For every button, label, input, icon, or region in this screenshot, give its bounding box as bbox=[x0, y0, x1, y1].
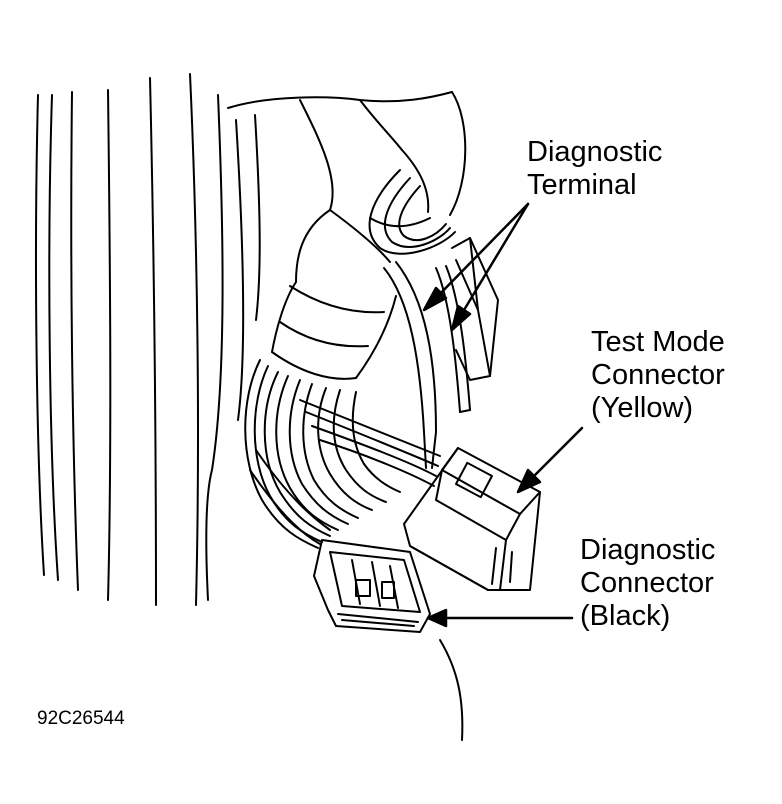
diagnostic-terminal-wire bbox=[383, 261, 471, 469]
label-diagnostic-connector-line-2: Connector bbox=[580, 567, 714, 599]
label-diagnostic-connector: Diagnostic Connector (Black) bbox=[580, 534, 715, 633]
label-test-mode-connector: Test Mode Connector (Yellow) bbox=[591, 326, 725, 425]
label-diagnostic-connector-line-1: Diagnostic bbox=[580, 534, 716, 566]
label-diagnostic-terminal-line-1: Diagnostic bbox=[527, 136, 663, 168]
test-mode-connector bbox=[403, 447, 541, 591]
diagnostic-connector bbox=[313, 539, 431, 633]
label-test-mode-connector-line-1: Test Mode bbox=[591, 326, 725, 358]
arrow-test-mode-connector bbox=[524, 426, 584, 486]
arrowhead-diagnostic-connector bbox=[426, 608, 448, 628]
arrowhead-diagnostic-terminal-a bbox=[422, 286, 448, 312]
main-wire-bundle bbox=[244, 359, 441, 549]
arrowhead-diagnostic-terminal-b bbox=[450, 304, 472, 332]
label-diagnostic-connector-line-3: (Black) bbox=[580, 600, 671, 632]
leader-arrows bbox=[422, 202, 584, 628]
label-diagnostic-terminal-line-2: Terminal bbox=[527, 169, 637, 201]
figure-id: 92C26544 bbox=[37, 708, 125, 729]
arrow-diagnostic-terminal-b bbox=[456, 202, 530, 322]
arrow-diagnostic-terminal-a bbox=[430, 202, 530, 304]
arrowhead-test-mode-connector bbox=[516, 468, 542, 494]
label-test-mode-connector-line-2: Connector bbox=[591, 359, 725, 391]
upper-wire-loop bbox=[368, 169, 456, 255]
lower-trim-line bbox=[439, 639, 464, 741]
label-diagnostic-terminal: Diagnostic Terminal bbox=[527, 136, 662, 202]
body-panel-lines bbox=[35, 73, 261, 606]
label-test-mode-connector-line-3: (Yellow) bbox=[591, 392, 694, 424]
harness-sleeve bbox=[227, 91, 467, 380]
